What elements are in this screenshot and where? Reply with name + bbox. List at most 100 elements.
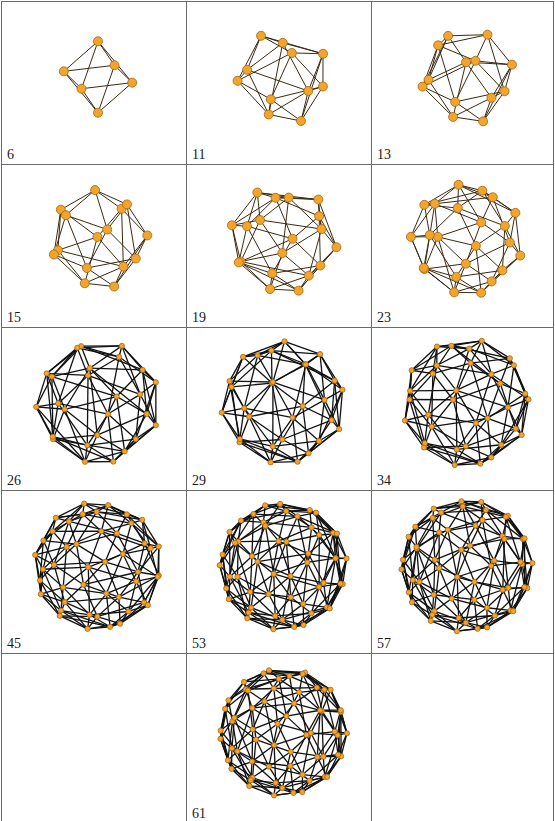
- graph-edge: [487, 608, 511, 611]
- vertex-dot: [450, 288, 459, 297]
- graph-edge: [97, 512, 117, 534]
- vertex-dot: [414, 544, 419, 549]
- graph-edge: [240, 439, 283, 442]
- graph-edge: [147, 382, 156, 414]
- vertex-dot: [142, 541, 147, 546]
- vertex-dot: [135, 569, 140, 574]
- vertex-dot: [250, 705, 255, 710]
- vertex-dot: [284, 539, 289, 544]
- graph-edge: [66, 190, 95, 215]
- graph-edge: [455, 446, 466, 465]
- vertex-dot: [451, 97, 460, 106]
- graph-edge: [293, 777, 327, 793]
- vertex-dot: [93, 232, 102, 241]
- vertex-dot: [273, 613, 278, 618]
- graph-edge: [113, 425, 156, 461]
- vertex-dot: [34, 404, 39, 409]
- graph-edge: [155, 382, 156, 425]
- graph-edge: [58, 237, 97, 250]
- graph-edge: [235, 543, 250, 592]
- graph-edge: [423, 87, 456, 102]
- graph-edge: [264, 673, 290, 676]
- graph-edge: [438, 45, 475, 61]
- graph-edge: [500, 358, 510, 383]
- graph-edge: [409, 370, 411, 399]
- vertex-dot: [292, 701, 297, 706]
- graph-edge: [271, 351, 305, 364]
- vertex-dot: [271, 627, 276, 632]
- graph-edge: [237, 562, 257, 577]
- graph-edge: [58, 250, 85, 283]
- graph-edge: [492, 256, 521, 282]
- graph-edge: [35, 555, 40, 580]
- graph-edge: [433, 363, 471, 374]
- graph-edge: [455, 102, 483, 121]
- vertex-dot: [500, 222, 509, 231]
- graph-edge: [327, 558, 336, 607]
- graph-edge: [448, 35, 487, 36]
- graph-edge: [247, 618, 294, 627]
- graph-edge: [127, 204, 147, 235]
- vertex-dot: [327, 606, 332, 611]
- graph-edge: [249, 417, 282, 440]
- vertex-dot: [107, 624, 112, 629]
- graph-edge: [308, 533, 333, 554]
- graph-edge: [252, 703, 294, 708]
- vertex-dot: [33, 552, 38, 557]
- graph-edge: [251, 562, 257, 608]
- graph-edge: [251, 729, 253, 761]
- vertex-dot: [479, 117, 488, 126]
- graph-edge: [54, 255, 85, 284]
- graph-edge: [119, 575, 159, 597]
- graph-edge: [403, 537, 409, 560]
- grid-cell: 15: [1, 164, 187, 328]
- graph-edge: [435, 197, 493, 204]
- graph-edge: [40, 565, 54, 581]
- graph-edge: [273, 341, 285, 382]
- vertex-dot: [436, 530, 441, 535]
- vertex-dot: [278, 249, 287, 258]
- graph-edge: [306, 365, 343, 390]
- graph-edge: [241, 521, 263, 523]
- graph-edge: [409, 399, 453, 401]
- graph-edge: [448, 530, 470, 546]
- graph-edge: [127, 204, 136, 258]
- vertex-dot: [318, 708, 323, 713]
- graph-edge: [429, 62, 467, 80]
- graph-edge: [291, 752, 303, 775]
- vertex-dot: [116, 594, 121, 599]
- graph-edge: [290, 676, 295, 703]
- vertex-dot: [431, 506, 436, 511]
- graph-edge: [510, 358, 525, 393]
- graph-edge: [482, 341, 492, 374]
- vertex-dot: [94, 509, 99, 514]
- count-label: 57: [377, 637, 391, 651]
- vertex-dot: [266, 285, 275, 294]
- graph-edge: [476, 246, 481, 293]
- polyhedron-graph: [218, 668, 350, 798]
- graph-edge: [453, 383, 500, 399]
- graph-edge: [257, 562, 290, 576]
- graph-edge: [301, 86, 323, 120]
- vertex-dot: [406, 232, 415, 241]
- vertex-dot: [103, 225, 112, 234]
- graph-edge: [290, 766, 309, 781]
- graph-edge: [474, 561, 494, 582]
- vertex-dot: [219, 410, 224, 415]
- graph-edge: [271, 351, 273, 383]
- graph-edge: [439, 532, 461, 549]
- vertex-dot: [502, 536, 507, 541]
- vertex-dot: [253, 737, 258, 742]
- graph-edge: [318, 200, 336, 248]
- polyhedron-graph: [34, 343, 159, 464]
- graph-edge: [43, 521, 69, 540]
- vertex-dot: [407, 388, 412, 393]
- vertex-dot: [271, 571, 276, 576]
- graph-edge: [458, 185, 492, 197]
- graph-edge: [311, 711, 322, 733]
- vertex-dot: [460, 504, 465, 509]
- count-label: 11: [192, 148, 205, 162]
- graph-edge: [491, 365, 514, 374]
- vertex-dot: [103, 559, 108, 564]
- vertex-dot: [314, 510, 319, 515]
